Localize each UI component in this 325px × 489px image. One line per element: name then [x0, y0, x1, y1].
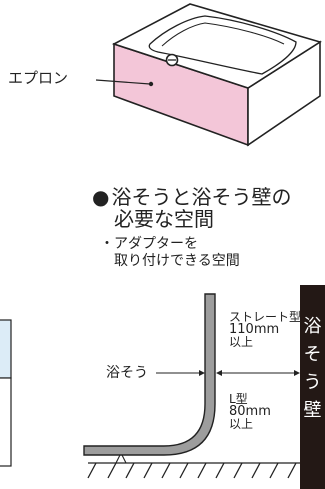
tub-wall — [300, 285, 325, 489]
tub-basin-inner-line — [161, 22, 285, 47]
tub-basin — [148, 15, 297, 75]
subheading: ・アダプターを 取り付けできる空間 — [100, 236, 240, 270]
section-heading: ●浴そうと浴そう壁の 必要な空間 — [92, 186, 291, 230]
apron-leader-dot — [148, 81, 154, 87]
floor-hatch — [87, 462, 300, 479]
l-type-name: L型 — [229, 392, 248, 406]
cross-section-diagram — [0, 285, 325, 489]
wall-label-char: 浴 — [303, 316, 322, 337]
apron-label: エプロン — [8, 69, 69, 87]
subheading-line-1: ・アダプターを — [100, 236, 198, 252]
straight-type-min: 以上 — [229, 335, 254, 349]
straight-type-name: ストレート型 — [229, 310, 302, 324]
wall-label-char: そ — [303, 344, 322, 365]
apron-leader-line — [95, 79, 151, 85]
heading-bullet: ● — [92, 185, 110, 209]
subheading-line-2: 取り付けできる空間 — [114, 253, 240, 269]
tub-wall-section — [83, 293, 216, 456]
l-type-spec: L型 80mm 以上 — [229, 393, 271, 431]
tub-label: 浴そう — [106, 365, 148, 381]
heading-line-1: 浴そうと浴そう壁の — [111, 185, 292, 209]
wall-label-char: 壁 — [303, 400, 322, 421]
side-panel — [0, 319, 12, 379]
bathtub-illustration — [95, 3, 322, 147]
straight-type-size: 110mm — [229, 321, 280, 337]
l-type-size: 80mm — [229, 403, 271, 419]
side-panel-base — [0, 377, 12, 467]
wall-label-char: う — [303, 372, 322, 393]
straight-type-spec: ストレート型 110mm 以上 — [229, 311, 301, 349]
heading-line-2: 必要な空間 — [114, 207, 214, 231]
tub-support — [115, 454, 127, 464]
wall-label: 浴 そ う 壁 — [300, 313, 325, 425]
l-type-min: 以上 — [229, 417, 254, 431]
